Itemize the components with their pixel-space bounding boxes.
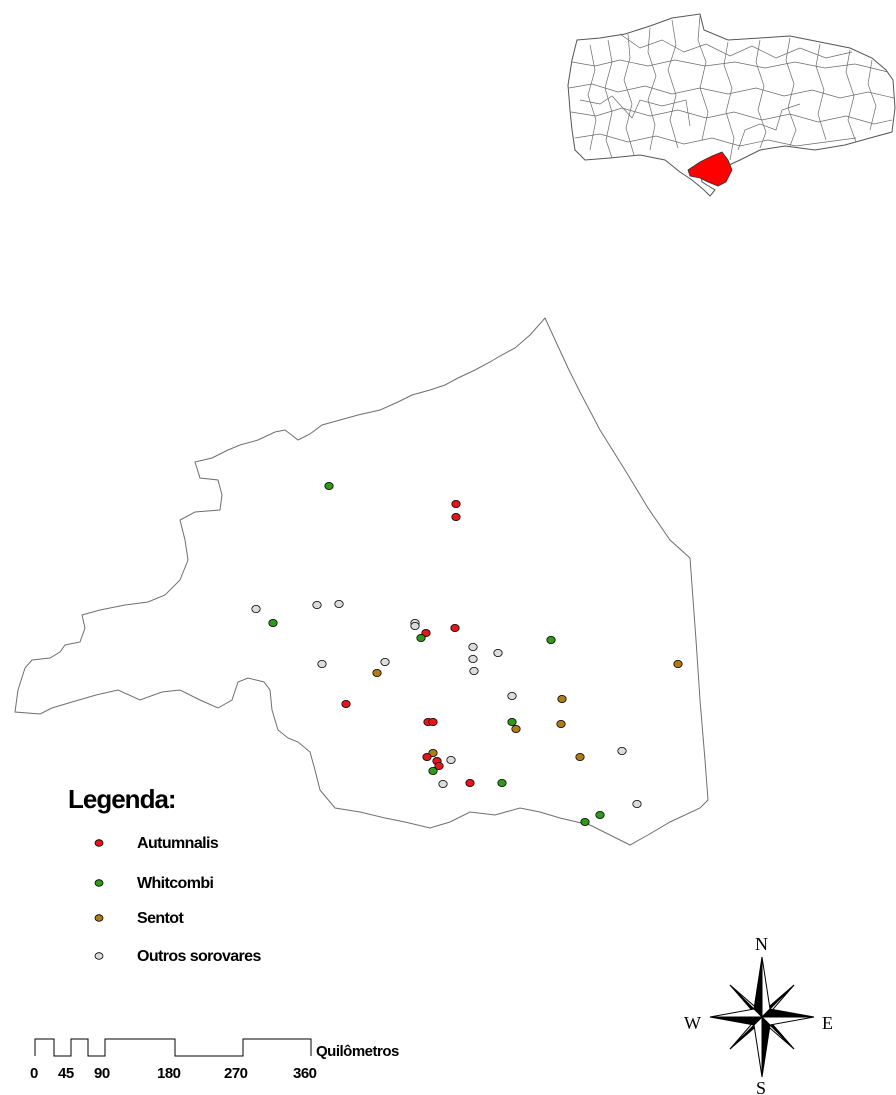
occurrence-point-whitcombi [428,767,438,776]
legend-label-sentot: Sentot [137,910,184,927]
legend-symbol-sentot [94,914,104,922]
occurrence-point-whitcombi [416,634,426,643]
scale-tick-90: 90 [94,1065,110,1082]
occurrence-point-outros [438,780,448,789]
occurrence-point-outros [468,655,478,664]
scale-tick-180: 180 [157,1065,181,1082]
occurrence-point-whitcombi [580,818,590,827]
occurrence-point-autumnalis [450,624,460,633]
occurrence-points [251,481,683,827]
occurrence-point-outros [632,800,642,809]
occurrence-point-autumnalis [421,629,431,638]
occurrence-point-outros [493,649,503,658]
compass-west-label: W [684,1013,701,1033]
occurrence-point-whitcombi [324,481,334,490]
occurrence-point-outros [334,600,344,609]
scale-bar-line [34,1038,312,1057]
occurrence-point-sentot [511,725,521,734]
occurrence-point-sentot [673,660,683,669]
legend-label-outros: Outros sorovares [137,948,261,965]
occurrence-point-whitcombi [497,779,507,788]
scale-tick-270: 270 [224,1065,248,1082]
occurrence-point-autumnalis [465,779,475,788]
occurrence-point-outros [317,660,327,669]
occurrence-point-outros [410,622,420,631]
occurrence-point-whitcombi [546,636,556,645]
legend-title: Legenda: [68,784,176,814]
occurrence-point-sentot [556,720,566,729]
compass-rose-icon: N S E W [684,934,833,1095]
occurrence-point-autumnalis [451,513,461,522]
compass-south-label: S [756,1078,766,1095]
occurrence-point-autumnalis [434,762,444,771]
scale-bar: Quilômetros 0 45 90 180 270 360 [30,1038,400,1082]
legend-symbol-whitcombi [94,879,104,887]
occurrence-point-outros [446,756,456,765]
highlighted-region [687,151,733,187]
occurrence-point-whitcombi [595,811,605,820]
occurrence-point-outros [468,643,478,652]
occurrence-point-outros [469,667,479,676]
locator-municipality-lines [568,15,895,161]
occurrence-point-outros [312,601,322,610]
compass-north-label: N [755,934,768,954]
region-outline [14,317,709,846]
occurrence-point-sentot [372,669,382,678]
occurrence-point-whitcombi [507,718,517,727]
occurrence-point-outros [380,658,390,667]
occurrence-point-sentot [557,695,567,704]
occurrence-point-autumnalis [428,718,438,727]
occurrence-point-outros [507,692,517,701]
occurrence-point-autumnalis [451,499,461,508]
legend: Legenda: Autumnalis Whitcombi Sentot Out… [68,784,262,965]
occurrence-point-autumnalis [422,753,432,762]
occurrence-point-outros [251,605,261,614]
locator-map [567,13,896,197]
legend-symbol-autumnalis [94,839,104,847]
locator-state-outline [567,13,896,197]
occurrence-point-sentot [428,749,438,758]
scale-tick-360: 360 [293,1065,317,1082]
compass-east-label: E [822,1013,833,1033]
legend-label-autumnalis: Autumnalis [137,835,219,852]
legend-symbol-outros [94,952,104,960]
occurrence-point-sentot [575,753,585,762]
scale-tick-45: 45 [58,1065,74,1082]
occurrence-point-outros [617,747,627,756]
occurrence-point-whitcombi [268,619,278,628]
scale-tick-0: 0 [30,1065,38,1082]
occurrence-point-autumnalis [341,700,351,709]
scale-bar-unit: Quilômetros [316,1043,399,1060]
legend-label-whitcombi: Whitcombi [137,875,214,892]
